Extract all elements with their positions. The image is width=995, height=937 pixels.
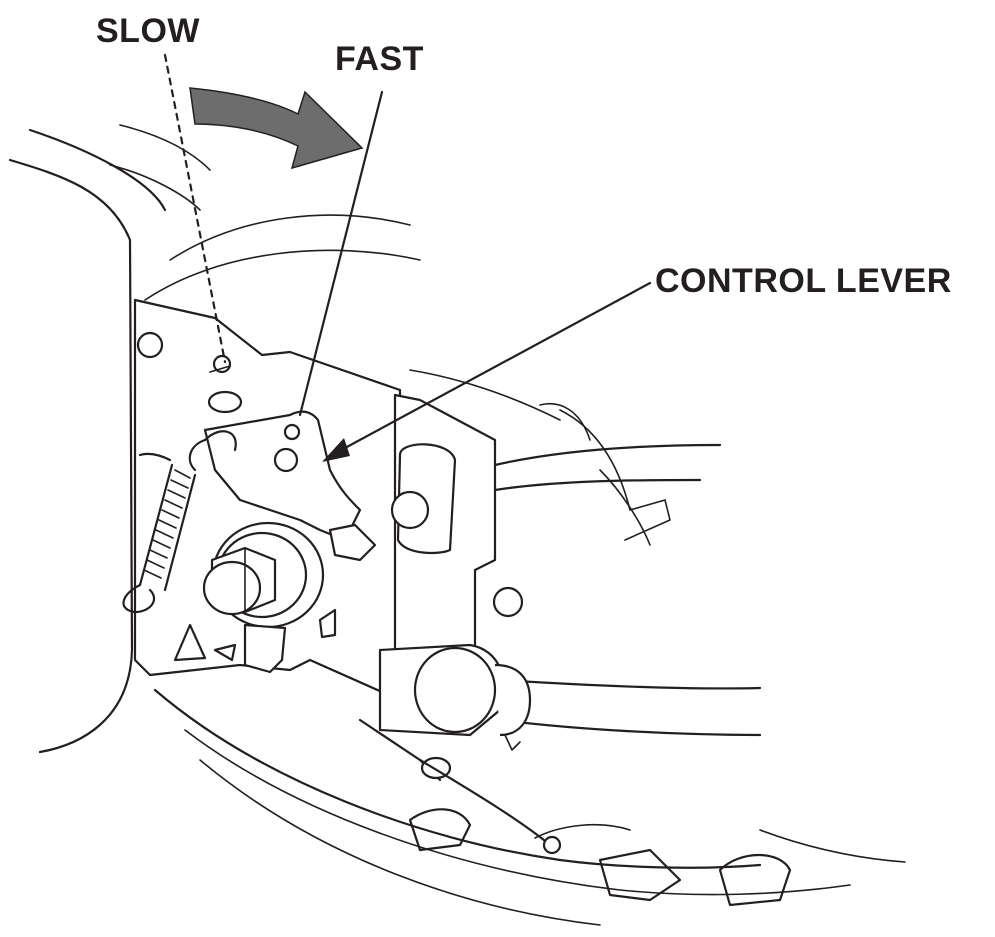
callout-lines: [163, 53, 652, 462]
curved-arrow-icon: [189, 87, 364, 170]
control-lever: [203, 410, 377, 562]
carburetor-body: [358, 643, 562, 855]
engine-housing-lines: [8, 124, 906, 926]
fast-label: FAST: [335, 40, 424, 78]
slow-label: SLOW: [96, 12, 200, 50]
pivot-bolt-assembly: [202, 521, 325, 674]
control-lever-label: CONTROL LEVER: [655, 262, 952, 300]
side-bracket: [390, 393, 524, 707]
control-lever-pointer-arrowhead: [322, 438, 350, 462]
governor-spring: [122, 430, 237, 614]
